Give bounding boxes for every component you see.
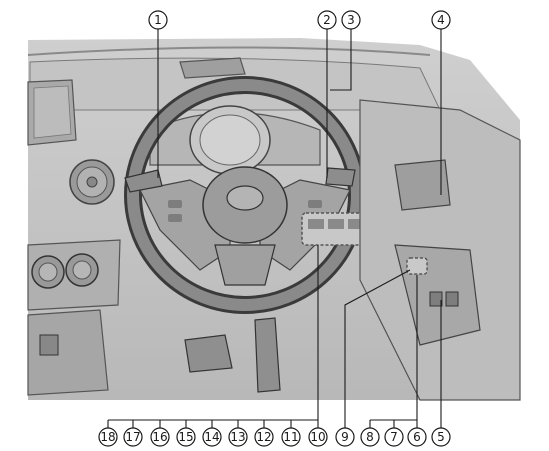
callout-7: 7 (384, 420, 404, 447)
callout-10-label: 10 (310, 430, 325, 444)
head-up-display (179, 57, 246, 79)
callout-8: 8 (360, 420, 380, 447)
callout-5-label: 5 (437, 430, 445, 444)
right-control-lever (325, 167, 356, 187)
bottom-leaders (108, 245, 442, 428)
callout-2-label: 2 (323, 13, 331, 27)
callout-14: 14 (202, 420, 222, 447)
callout-16-label: 16 (152, 430, 167, 444)
callout-12: 12 (254, 420, 274, 447)
center-console-controls (27, 239, 121, 311)
callout-3-label: 3 (347, 13, 355, 27)
callout-1: 1 (148, 10, 168, 178)
callout-9: 9 (335, 427, 355, 447)
center-display (27, 79, 77, 146)
callout-10: 10 (308, 420, 328, 447)
callout-8-label: 8 (366, 430, 374, 444)
callout-13-label: 13 (230, 430, 245, 444)
steering-wheel (124, 76, 366, 314)
callout-17-label: 17 (125, 430, 140, 444)
pedals (184, 317, 281, 393)
callout-5: 5 (431, 427, 451, 447)
bottom-callouts: 18 17 16 15 14 13 12 11 10 9 8 7 6 5 (98, 420, 451, 447)
callout-9-label: 9 (341, 430, 349, 444)
callout-15-label: 15 (178, 430, 193, 444)
callout-6-label: 6 (413, 430, 421, 444)
callout-3: 3 (330, 10, 361, 91)
left-center-air-vent (69, 159, 115, 205)
callout-18: 18 (98, 420, 118, 447)
callout-15: 15 (176, 420, 196, 447)
callout-12-label: 12 (256, 430, 271, 444)
callout-1-label: 1 (154, 13, 162, 27)
callout-2: 2 (317, 10, 337, 178)
door-panel (359, 99, 521, 401)
callout-4: 4 (431, 10, 451, 195)
callout-17: 17 (123, 420, 143, 447)
callout-11-label: 11 (283, 430, 298, 444)
left-control-lever (124, 169, 163, 193)
callout-6: 6 (407, 420, 427, 447)
lower-switch-panel-highlight (301, 212, 369, 246)
callout-16: 16 (150, 420, 170, 447)
callout-14-label: 14 (204, 430, 219, 444)
callout-4-label: 4 (437, 13, 445, 27)
callout-13: 13 (228, 420, 248, 447)
callout-18-label: 18 (100, 430, 115, 444)
callout-11: 11 (281, 420, 301, 447)
callout-7-label: 7 (390, 430, 398, 444)
gear-shifter-area (27, 309, 109, 396)
